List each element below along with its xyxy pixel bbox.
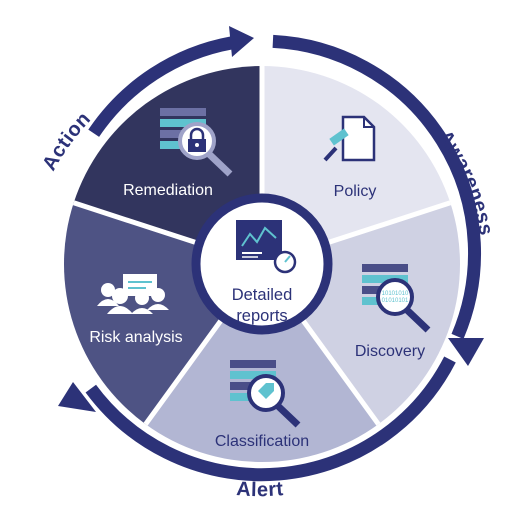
remediation-lock-icon [160, 108, 233, 177]
discovery-magnifier-icon: 10101010 01010101 [362, 264, 431, 333]
segment-label-risk-analysis: Risk analysis [89, 329, 182, 346]
center-circle[interactable] [191, 193, 333, 335]
right-arrow-head [448, 338, 484, 366]
top-arc-arrow-body [88, 36, 234, 137]
segment-label-classification: Classification [215, 433, 309, 450]
center-label-line2: reports [236, 307, 287, 325]
top-arrow-head [229, 26, 254, 57]
reports-chart-icon [236, 220, 297, 274]
classification-tag-icon [230, 360, 301, 428]
svg-text:01010101: 01010101 [382, 298, 409, 304]
left-arrow-head [58, 382, 96, 412]
policy-document-icon [323, 115, 376, 162]
cycle-arrows [58, 26, 484, 482]
segment-label-discovery: Discovery [355, 343, 425, 360]
segment-label-remediation: Remediation [123, 182, 213, 199]
risk-analysis-people-icon [97, 274, 169, 314]
bottom-arc-arrow-body [85, 356, 456, 482]
alert-label: Alert [236, 478, 285, 501]
svg-text:10101010: 10101010 [382, 291, 409, 297]
right-arc-arrow-body [272, 34, 482, 339]
center-label-line1: Detailed [232, 286, 293, 304]
segment-label-policy: Policy [334, 183, 377, 200]
